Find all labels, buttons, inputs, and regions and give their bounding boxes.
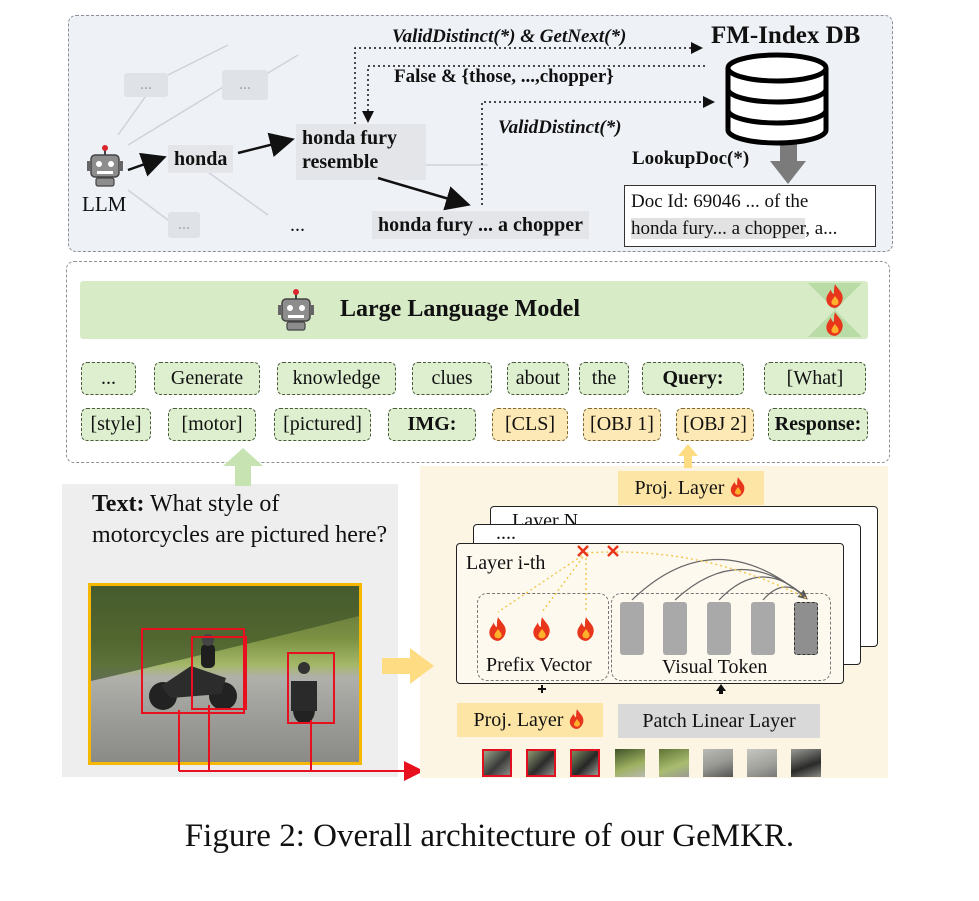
valid-next-label: ValidDistinct(*) & GetNext(*) <box>392 26 627 47</box>
token-about: about <box>507 362 569 395</box>
token-cls: [CLS] <box>492 408 568 441</box>
fire-icon <box>577 617 594 641</box>
fire-icon <box>731 477 745 497</box>
node-honda: honda <box>168 145 234 173</box>
image-patch <box>615 749 645 777</box>
ghost-node: ... <box>168 212 200 238</box>
token-clues: clues <box>412 362 492 395</box>
token-query: Query: <box>642 362 744 395</box>
doc-tail: , a... <box>805 218 838 239</box>
top-arrows <box>127 42 806 211</box>
token-ellipsis: ... <box>81 362 136 395</box>
visual-group <box>611 593 831 681</box>
object-box <box>191 636 247 710</box>
object-patch <box>482 749 512 777</box>
llm-label: LLM <box>82 192 127 216</box>
doc-highlight: honda fury... a chopper <box>631 218 806 239</box>
figure-caption: Figure 2: Overall architecture of our Ge… <box>184 818 795 854</box>
visual-token <box>751 602 775 655</box>
up-arrow-to-llm <box>678 444 698 468</box>
doc-line: honda fury... a chopper, a... <box>631 215 869 242</box>
visual-token <box>663 602 687 655</box>
right-arrow-to-encoder <box>382 648 434 684</box>
fire-icon <box>826 312 843 336</box>
token-response: Response: <box>768 408 868 441</box>
llm-bar <box>80 281 868 339</box>
prefix-group <box>477 593 609 681</box>
motorcycle-photo <box>88 583 362 765</box>
object-patch <box>570 749 600 777</box>
token-pictured: [pictured] <box>274 408 371 441</box>
token-obj1: [OBJ 1] <box>583 408 661 441</box>
database-icon <box>725 52 829 146</box>
question-text: Text: What style of motorcycles are pict… <box>92 489 392 551</box>
node-line: resemble <box>302 151 379 173</box>
token-what: [What] <box>764 362 866 395</box>
text-label: Text: <box>92 491 145 517</box>
ghost-node: ... <box>222 70 268 100</box>
token-obj2: [OBJ 2] <box>676 408 754 441</box>
blocked-marks <box>577 545 619 557</box>
lookup-label: LookupDoc(*) <box>632 148 750 169</box>
fire-icon <box>489 617 506 641</box>
up-arrow-to-llm <box>223 448 263 486</box>
ghost-node: ... <box>124 73 168 97</box>
token-the: the <box>579 362 629 395</box>
valid-distinct-label: ValidDistinct(*) <box>498 117 622 138</box>
image-patch <box>703 749 733 777</box>
fire-icon <box>570 709 584 729</box>
visual-token <box>707 602 731 655</box>
node-chopper: honda fury ... a chopper <box>372 211 590 239</box>
layer-i-label: Layer i-th <box>466 552 546 574</box>
layer-card-i <box>456 543 844 684</box>
proj-layer-bottom: Proj. Layer <box>457 703 603 737</box>
proj-layer-top: Proj. Layer <box>618 471 764 505</box>
token-style: [style] <box>81 408 151 441</box>
visual-token <box>620 602 644 655</box>
false-set-label: False & {those, ...,chopper} <box>394 66 614 87</box>
ellipsis-node: ... <box>290 214 305 236</box>
node-honda-fury-resemble: honda fury resemble <box>296 124 426 180</box>
question: What style of motorcycles are pictured h… <box>92 491 388 548</box>
llm-title: Large Language Model <box>340 296 580 322</box>
robot-icon <box>87 145 123 187</box>
token-generate: Generate <box>154 362 260 395</box>
visual-token-label: Visual Token <box>662 656 768 678</box>
robot-icon <box>278 289 314 331</box>
token-motor: [motor] <box>168 408 256 441</box>
image-patch <box>791 749 821 777</box>
token-knowledge: knowledge <box>277 362 396 395</box>
node-line: honda fury <box>302 127 398 149</box>
patch-linear-layer: Patch Linear Layer <box>618 704 820 738</box>
doc-line: Doc Id: 69046 ... of the <box>631 191 809 212</box>
fire-icon <box>533 617 550 641</box>
image-patch <box>747 749 777 777</box>
retrieved-doc-box: Doc Id: 69046 ... of the honda fury... a… <box>624 185 876 247</box>
object-box <box>141 628 245 714</box>
prefix-vector-label: Prefix Vector <box>486 654 592 676</box>
visual-token-current <box>794 602 818 655</box>
layer-dots: .... <box>496 522 516 544</box>
proj-layer-label: Proj. Layer <box>634 477 725 499</box>
token-img: IMG: <box>388 408 476 441</box>
fire-icon <box>826 284 843 308</box>
object-patch <box>526 749 556 777</box>
db-title: FM-Index DB <box>711 22 861 49</box>
proj-layer-label: Proj. Layer <box>473 709 564 731</box>
image-patch <box>659 749 689 777</box>
